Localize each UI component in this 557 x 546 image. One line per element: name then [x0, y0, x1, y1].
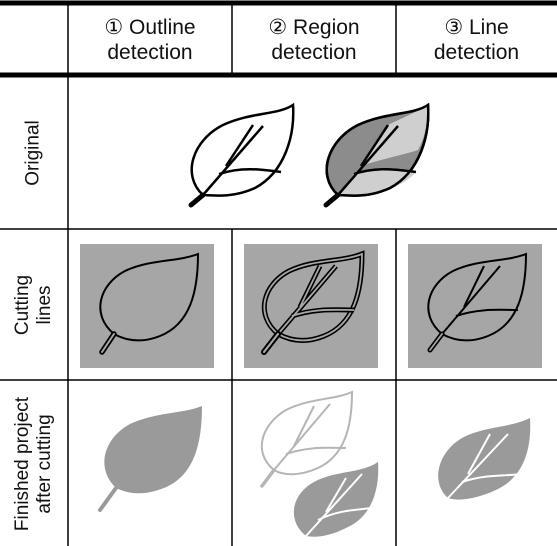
- finished-region-leaves: [260, 390, 379, 537]
- column-header-line1: ② Region: [268, 16, 360, 39]
- finished-outline-leaf-icon: [98, 406, 202, 512]
- row-label-finished-project: Finished project after cutting: [2, 381, 66, 546]
- column-header-outline-detection: ① Outline detection: [68, 8, 232, 72]
- column-header-line1: ① Outline: [104, 16, 196, 39]
- row-label-cutting-lines: Cutting lines: [2, 230, 66, 380]
- finished-line-leaf: [435, 418, 531, 511]
- original-shaded-leaf: [323, 102, 430, 208]
- row-label-text: after cutting: [34, 413, 55, 514]
- cutting-outline-panel: [80, 244, 214, 368]
- row-label-original: Original: [2, 77, 66, 229]
- cut-region-icon: [261, 250, 365, 355]
- cut-outline-icon: [99, 252, 200, 355]
- original-outline-leaf: [188, 102, 295, 208]
- finished-line-leaf-icon: [435, 418, 531, 511]
- column-header-line2: detection: [271, 41, 357, 64]
- column-header-line1: ③ Line: [444, 16, 509, 39]
- leaf-outline-icon: [188, 102, 295, 208]
- column-header-line-detection: ③ Line detection: [396, 8, 557, 72]
- row-label-text: lines: [33, 285, 55, 325]
- row-label-text: Finished project: [12, 396, 33, 531]
- row-label-text: Cutting: [11, 274, 33, 336]
- finished-outline-leaf: [98, 406, 202, 512]
- leaf-shaded-icon: [323, 102, 430, 208]
- cut-line-icon: [427, 252, 528, 353]
- column-header-region-detection: ② Region detection: [232, 8, 396, 72]
- cutting-line-panel: [408, 244, 542, 368]
- column-header-line2: detection: [433, 41, 520, 64]
- finished-region-leaves-icon: [260, 390, 379, 537]
- row-label-text: Original: [23, 120, 45, 186]
- cutting-region-panel: [244, 244, 378, 368]
- column-header-line2: detection: [107, 41, 193, 64]
